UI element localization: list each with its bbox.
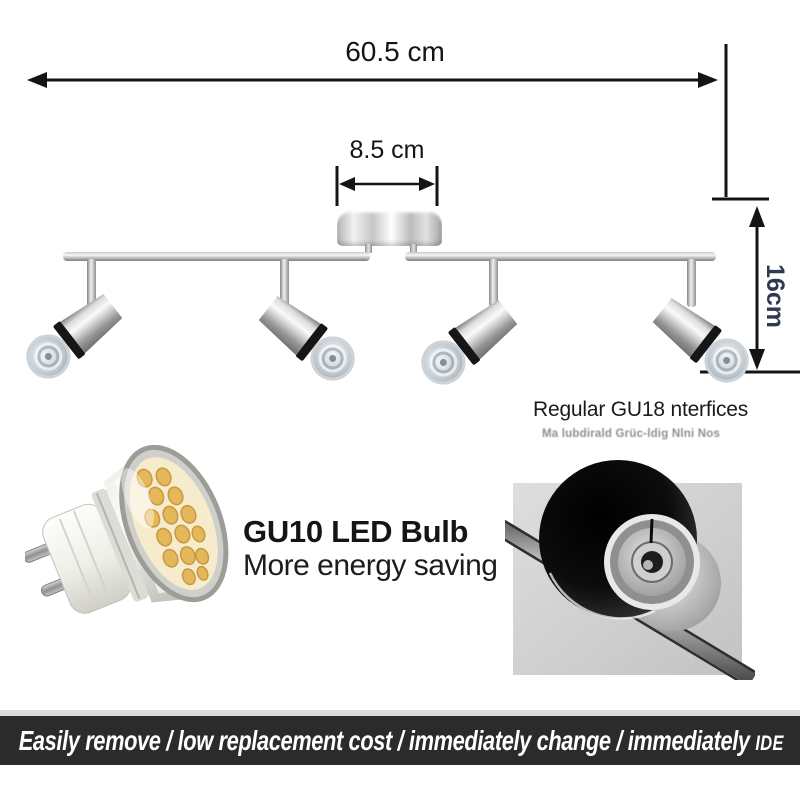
banner-main-text: Easily remove / low replacement cost / i… [18, 724, 756, 756]
spotlight-stem [87, 259, 96, 307]
width-dimension-arrow [27, 44, 728, 197]
gu10-bulb-photo [25, 445, 229, 614]
canopy-dimension-arrow [335, 166, 439, 206]
gu10-socket [604, 514, 700, 610]
spotlight-stem [489, 259, 498, 307]
canopy-pin [410, 244, 417, 253]
bulb-note-title: GU10 LED Bulb [243, 514, 469, 549]
banner-suffix-text: IDE [755, 731, 784, 755]
width-dimension-label: 60.5 cm [345, 36, 445, 67]
feature-banner-text: Easily remove / low replacement cost / i… [0, 725, 784, 757]
ceiling-mount-canopy [337, 211, 442, 246]
bulb-note-subtitle: More energy saving [243, 549, 498, 582]
spotlight-stem [280, 259, 289, 307]
socket-closeup-photo [505, 460, 755, 680]
canopy-dimension-label: 8.5 cm [349, 136, 425, 164]
feature-banner: Easily remove / low replacement cost / i… [0, 710, 800, 765]
track-bar-left [63, 252, 370, 261]
track-bar-right [405, 252, 716, 261]
interface-subtitle: Ma lubdirald Grüc-ldig Nlni Nos [542, 428, 721, 440]
height-dimension-label: 16cm [761, 264, 789, 328]
spotlight-stem [687, 259, 696, 307]
interface-title: Regular GU18 nterfices [533, 398, 749, 421]
canopy-pin [365, 244, 372, 253]
